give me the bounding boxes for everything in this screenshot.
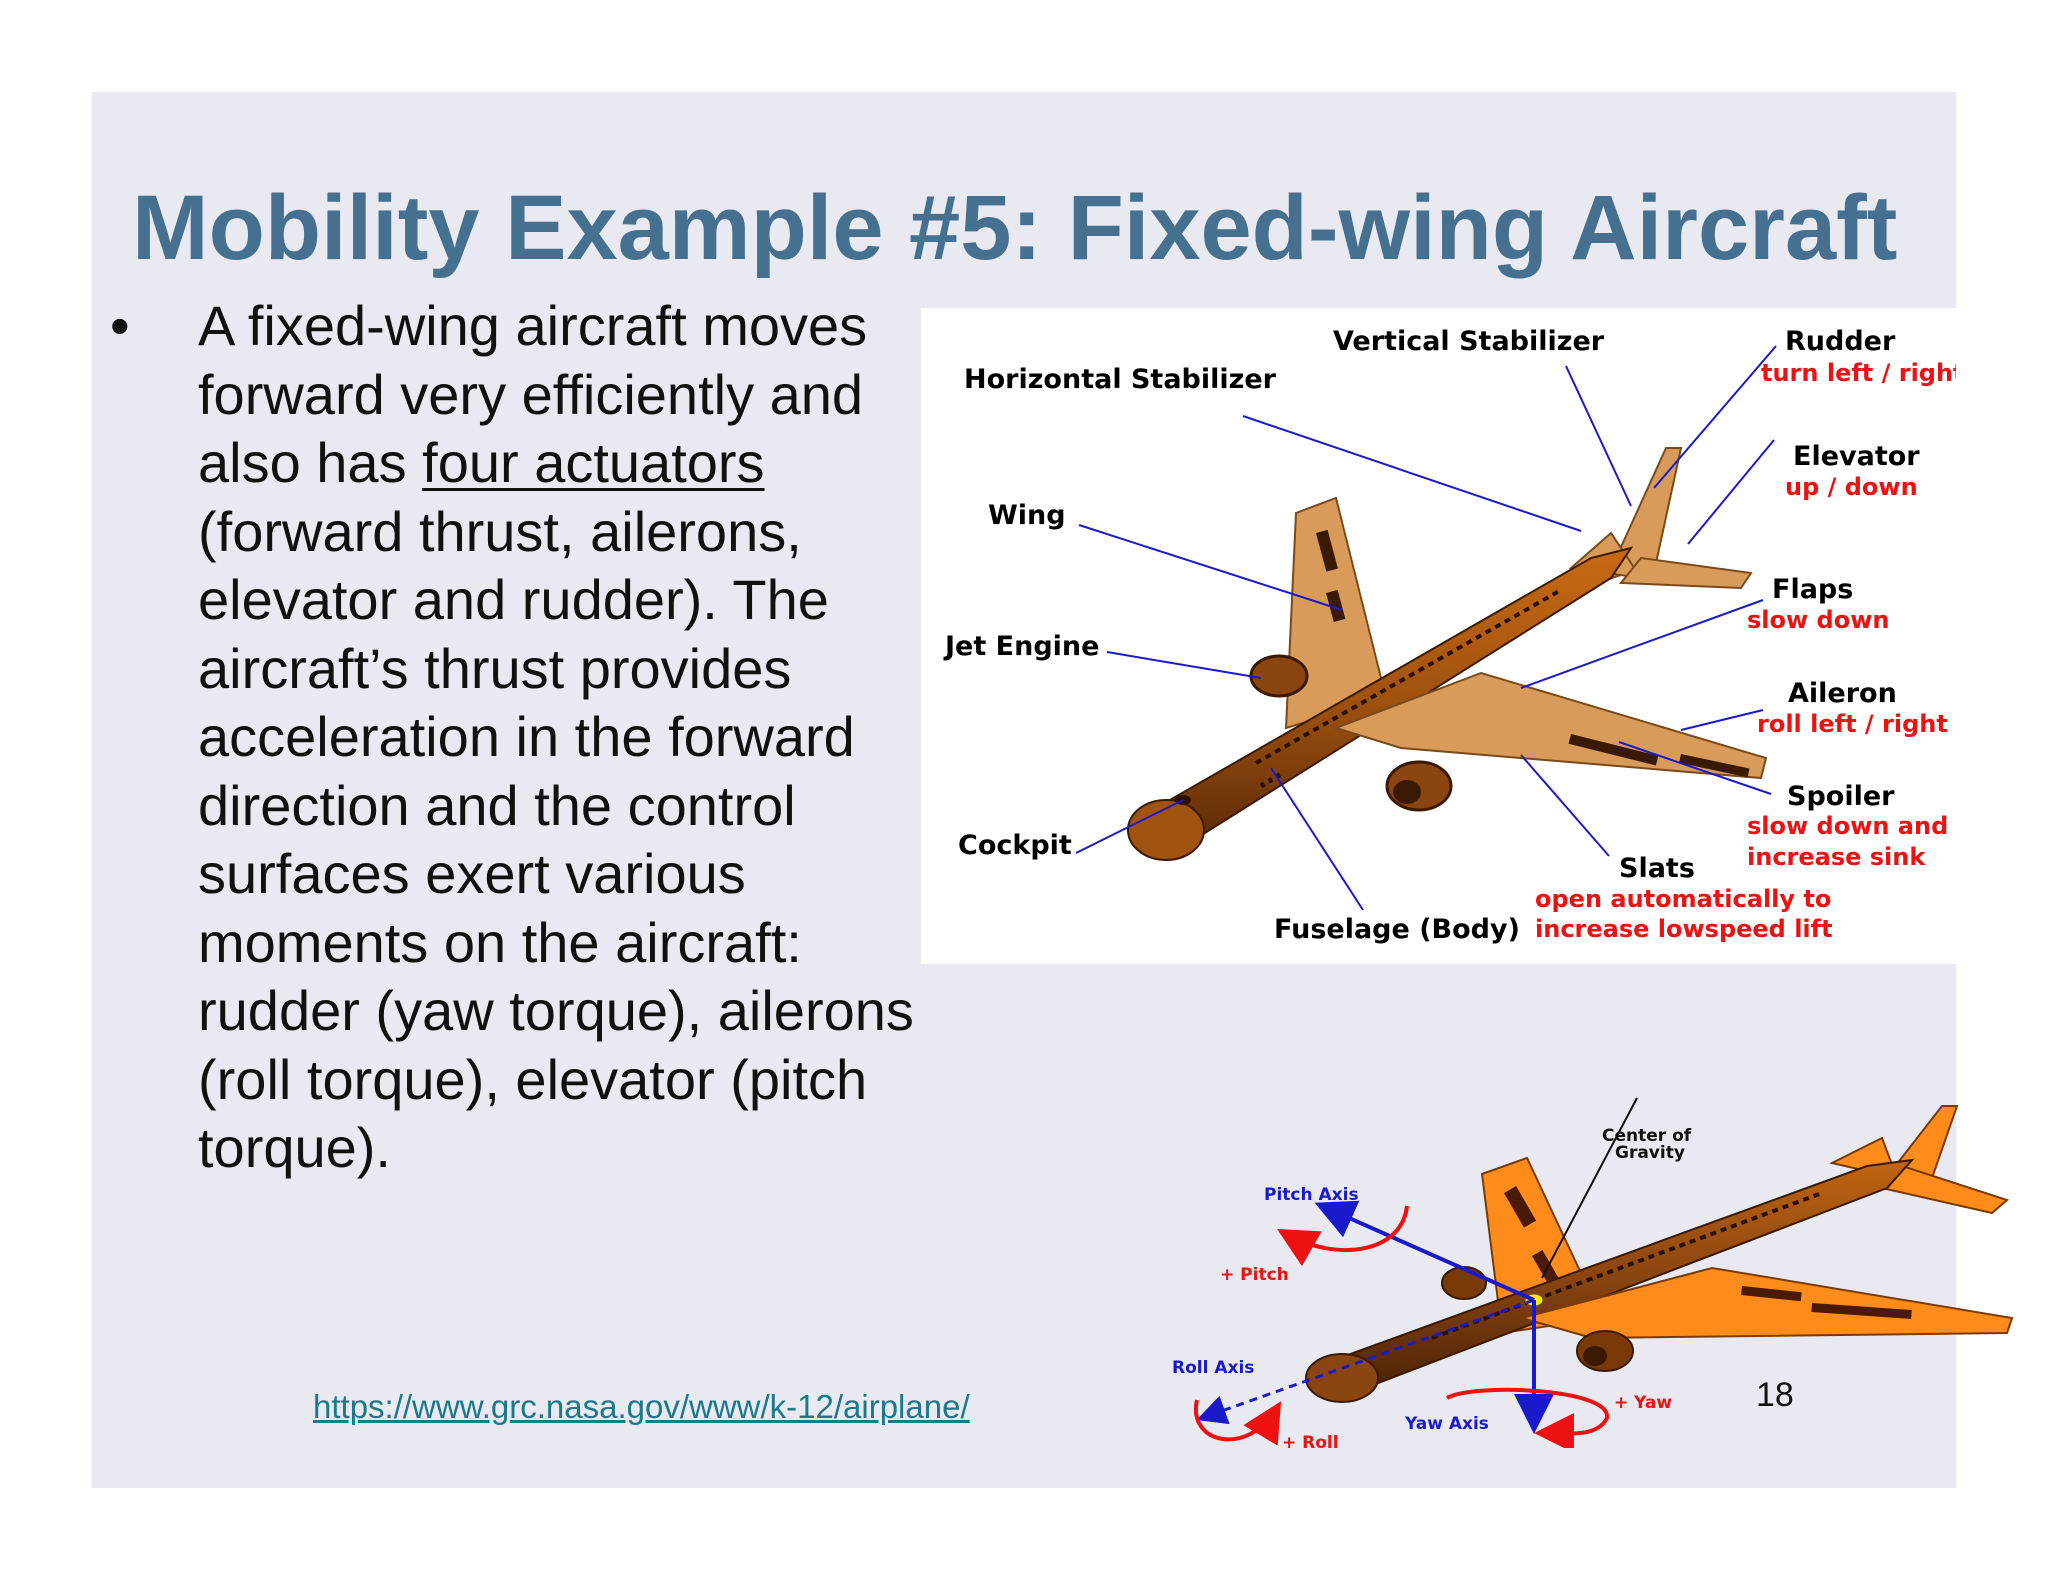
- leader-cockpit: [1075, 799, 1184, 854]
- axes-far-engine: [1441, 1266, 1487, 1300]
- label-slats: Slats: [1619, 853, 1695, 884]
- bullet-text: A fixed-wing aircraft moves forward very…: [198, 292, 958, 1183]
- pitch-axis-line: [1314, 1200, 1535, 1302]
- slide: Mobility Example #5: Fixed-wing Aircraft…: [92, 92, 2014, 1488]
- axes-near-wing: [1518, 1266, 2014, 1340]
- label-aileron: Aileron: [1788, 678, 1897, 709]
- label-plus-roll: + Roll: [1282, 1433, 1339, 1448]
- leader-wing: [1078, 524, 1343, 611]
- aircraft-parts-svg: Vertical Stabilizer Horizontal Stabilize…: [943, 326, 1965, 945]
- roll-rotation-arrow: [1193, 1399, 1282, 1446]
- label-slats-desc-1: open automatically to: [1535, 885, 1831, 913]
- label-rudder: Rudder: [1785, 326, 1896, 357]
- leader-vertical-stabilizer: [1565, 365, 1632, 507]
- page-number: 18: [1756, 1376, 1794, 1414]
- leader-flaps: [1520, 599, 1764, 689]
- label-center-of-gravity-2: Gravity: [1615, 1143, 1685, 1163]
- axes-nose: [1305, 1353, 1379, 1403]
- leader-spoiler: [1618, 741, 1772, 795]
- near-wing-spoiler: [1568, 734, 1659, 766]
- aircraft-parts-diagram: Vertical Stabilizer Horizontal Stabilize…: [921, 308, 1965, 964]
- far-engine: [1249, 654, 1309, 698]
- label-plus-yaw: + Yaw: [1614, 1393, 1672, 1413]
- axes-far-wing-flap-2: [1532, 1250, 1560, 1286]
- label-center-of-gravity-1: Center of: [1602, 1126, 1692, 1146]
- near-engine-intake: [1393, 780, 1421, 804]
- label-spoiler-desc-2: increase sink: [1747, 843, 1926, 871]
- leader-rudder: [1653, 345, 1777, 489]
- leader-horizontal-stabilizer: [1242, 415, 1582, 532]
- door-row: [1259, 771, 1283, 789]
- bullet-underlined-phrase: four actuators: [422, 431, 765, 494]
- label-plus-pitch: + Pitch: [1220, 1265, 1289, 1285]
- leader-fuselage: [1270, 767, 1364, 911]
- leader-slats: [1520, 754, 1610, 857]
- label-elevator-desc: up / down: [1785, 473, 1918, 501]
- label-yaw-axis: Yaw Axis: [1404, 1414, 1489, 1434]
- axes-near-engine-intake: [1583, 1346, 1607, 1366]
- label-spoiler: Spoiler: [1787, 781, 1895, 812]
- leader-elevator: [1687, 439, 1775, 545]
- bullet-text-part1: A fixed-wing aircraft moves forward very…: [198, 294, 868, 494]
- aircraft-axes-svg: Center of Gravity Pitch Axis + Pitch Rol…: [1172, 1097, 2014, 1454]
- label-spoiler-desc-1: slow down and: [1747, 812, 1948, 840]
- label-elevator: Elevator: [1793, 441, 1920, 472]
- far-wing-flap-2: [1326, 589, 1346, 622]
- label-flaps-desc: slow down: [1747, 606, 1889, 634]
- near-wing-aileron: [1679, 753, 1750, 778]
- aircraft-axes-diagram: Center of Gravity Pitch Axis + Pitch Rol…: [1052, 988, 2032, 1454]
- axes-near-wing-spoiler: [1811, 1303, 1912, 1319]
- label-jet-engine: Jet Engine: [943, 631, 1099, 662]
- label-pitch-axis: Pitch Axis: [1264, 1185, 1359, 1205]
- pitch-rotation-arrow: [1277, 1205, 1409, 1267]
- leader-aileron: [1680, 709, 1764, 731]
- axes-far-wing-flap: [1504, 1185, 1537, 1228]
- slide-title: Mobility Example #5: Fixed-wing Aircraft: [132, 177, 1898, 279]
- label-fuselage: Fuselage (Body): [1274, 914, 1520, 945]
- window-row: [1255, 588, 1562, 765]
- axes-window-row: [1431, 1191, 1823, 1340]
- label-flaps: Flaps: [1772, 574, 1853, 605]
- label-roll-axis: Roll Axis: [1172, 1358, 1254, 1378]
- bullet-marker: •: [110, 294, 130, 357]
- axes-near-wing-aileron: [1741, 1286, 1802, 1302]
- far-wing-flap-1: [1316, 529, 1338, 572]
- label-rudder-desc: turn left / right: [1761, 359, 1956, 387]
- label-cockpit: Cockpit: [958, 830, 1072, 861]
- cg-leader: [1541, 1097, 1638, 1279]
- label-horizontal-stabilizer: Horizontal Stabilizer: [964, 364, 1277, 395]
- label-vertical-stabilizer: Vertical Stabilizer: [1333, 326, 1605, 357]
- near-wing: [1332, 671, 1768, 780]
- bullet-text-part2: (forward thrust, ailerons, elevator and …: [198, 499, 914, 1180]
- label-aileron-desc: roll left / right: [1757, 710, 1948, 738]
- leader-jet-engine: [1106, 651, 1262, 679]
- source-url-link[interactable]: https://www.grc.nasa.gov/www/k-12/airpla…: [313, 1388, 970, 1425]
- label-slats-desc-2: increase lowspeed lift: [1535, 915, 1833, 943]
- right-stabilizer-shape: [1618, 556, 1753, 590]
- nose-shape: [1127, 799, 1205, 861]
- label-wing: Wing: [988, 500, 1066, 531]
- roll-axis-line: [1196, 1298, 1535, 1425]
- yaw-rotation-arrow: [1445, 1387, 1609, 1454]
